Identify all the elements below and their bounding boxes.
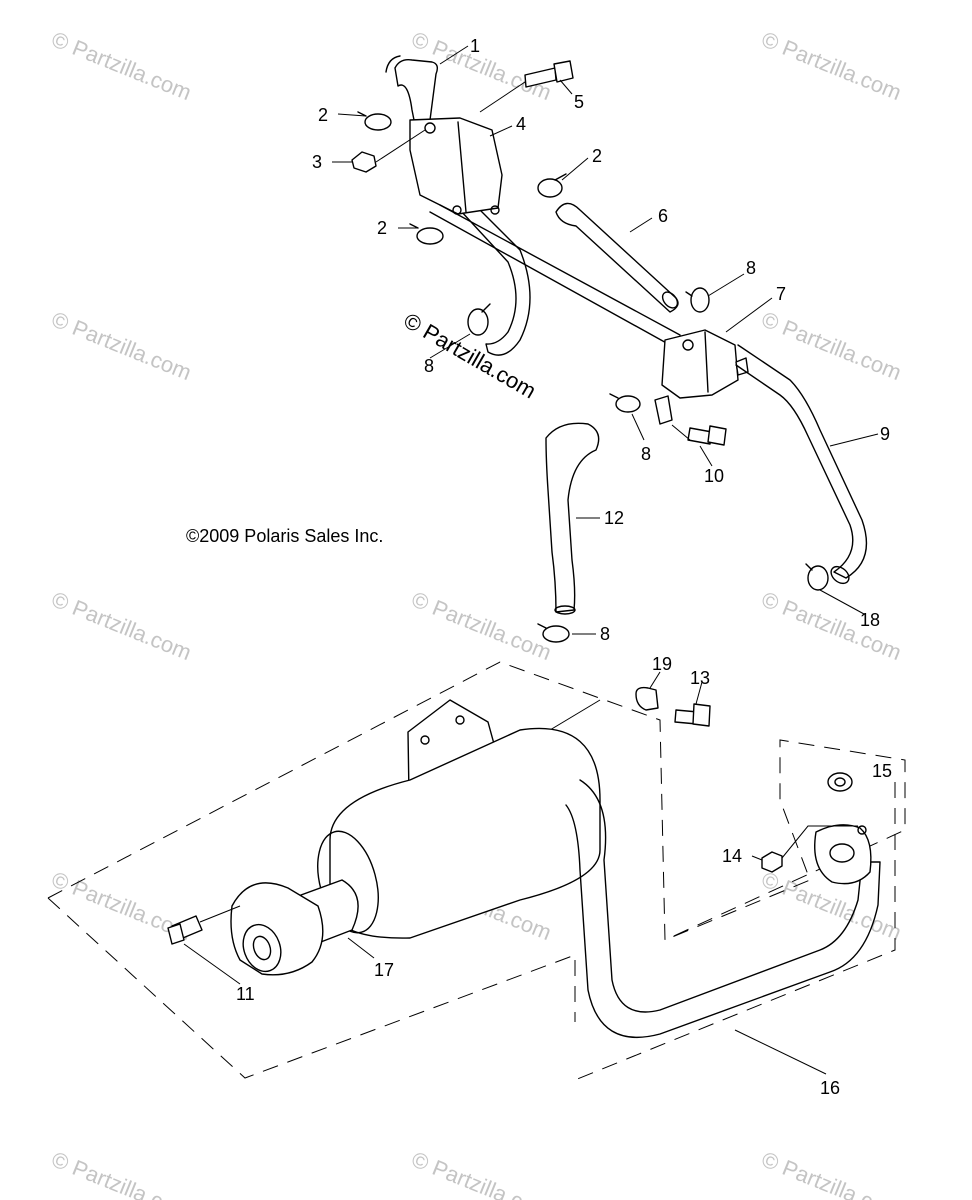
callout-19: 19: [652, 654, 672, 674]
callout-2: 2: [592, 146, 602, 166]
watermark: © Partzilla.com: [758, 26, 905, 105]
callout-8: 8: [424, 356, 434, 376]
callout-11: 11: [236, 984, 255, 1004]
callout-9: 9: [880, 424, 890, 444]
watermark: © Partzilla.com: [48, 26, 195, 105]
callout-15: 15: [872, 761, 892, 781]
callout-labels: 1 2 2 2 3 4 5 6 7 8 8 8 8 9 10 11 12 13 …: [236, 36, 892, 1098]
callout-5: 5: [574, 92, 584, 112]
callout-17: 17: [374, 960, 394, 980]
watermark: © Partzilla.com: [48, 586, 195, 665]
watermark: © Partzilla.com: [758, 586, 905, 665]
watermark: © Partzilla.com: [48, 306, 195, 385]
watermark: © Partzilla.com: [408, 586, 555, 665]
watermark: © Partzilla.com: [408, 1146, 555, 1200]
callout-13: 13: [690, 668, 710, 688]
watermark: © Partzilla.com: [408, 26, 555, 105]
hose-clamps: [357, 111, 829, 643]
center-watermark: © Partzilla.com: [400, 308, 541, 404]
callout-leaders: [183, 45, 879, 1075]
callout-6: 6: [658, 206, 668, 226]
callout-10: 10: [704, 466, 724, 486]
callout-2: 2: [377, 218, 387, 238]
upper-assembly: [351, 55, 868, 643]
lower-assembly: [47, 661, 906, 1081]
callout-12: 12: [604, 508, 624, 528]
callout-7: 7: [776, 284, 786, 304]
watermark: © Partzilla.com: [758, 1146, 905, 1200]
callout-8: 8: [600, 624, 610, 644]
callout-8: 8: [746, 258, 756, 278]
copyright-text: ©2009 Polaris Sales Inc.: [186, 526, 383, 546]
callout-1: 1: [470, 36, 480, 56]
callout-2: 2: [318, 105, 328, 125]
watermark: © Partzilla.com: [48, 1146, 195, 1200]
callout-14: 14: [722, 846, 742, 866]
callout-16: 16: [820, 1078, 840, 1098]
callout-18: 18: [860, 610, 880, 630]
callout-8: 8: [641, 444, 651, 464]
callout-3: 3: [312, 152, 322, 172]
callout-4: 4: [516, 114, 526, 134]
